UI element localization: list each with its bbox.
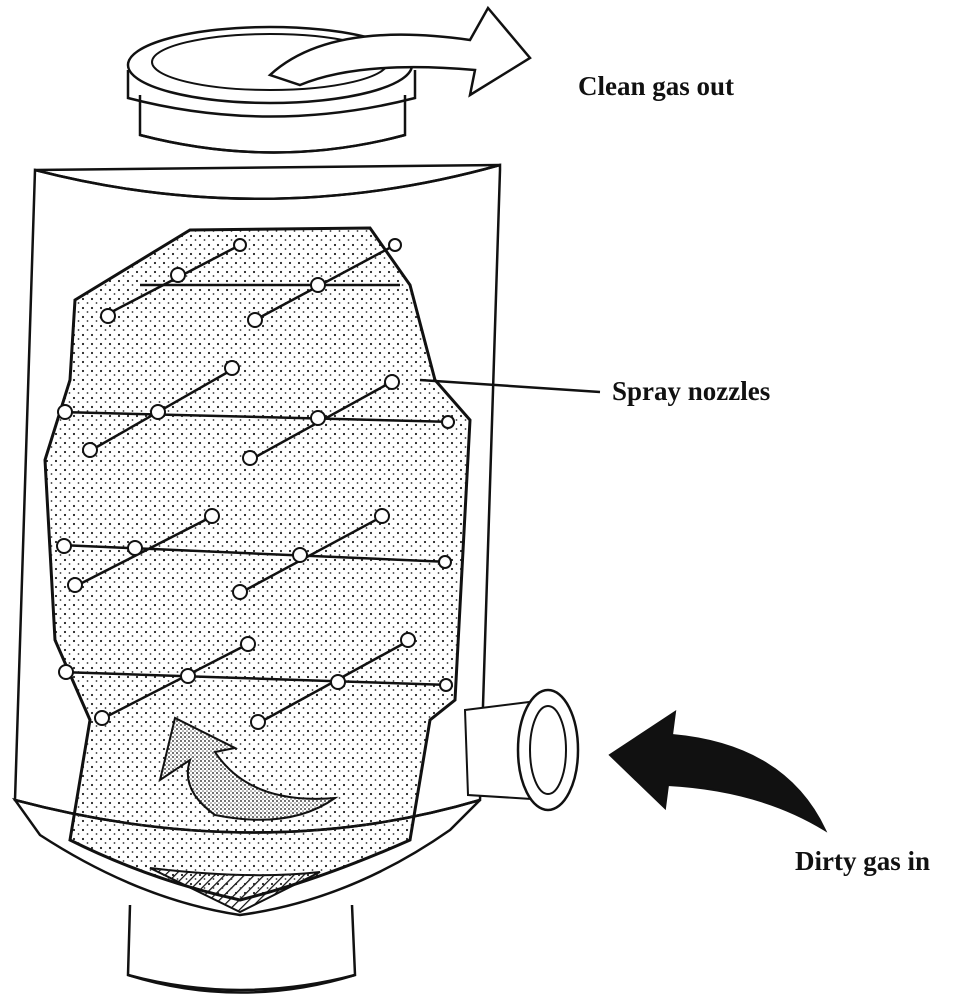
- label-spray-nozzles: Spray nozzles: [612, 376, 770, 406]
- side-inlet: [465, 690, 578, 810]
- label-clean-gas-out: Clean gas out: [578, 71, 734, 101]
- label-dirty-gas-in: Dirty gas in: [795, 846, 930, 876]
- spray-nozzles-leader-line: [420, 380, 600, 392]
- dirty-gas-in-arrow: [610, 712, 825, 830]
